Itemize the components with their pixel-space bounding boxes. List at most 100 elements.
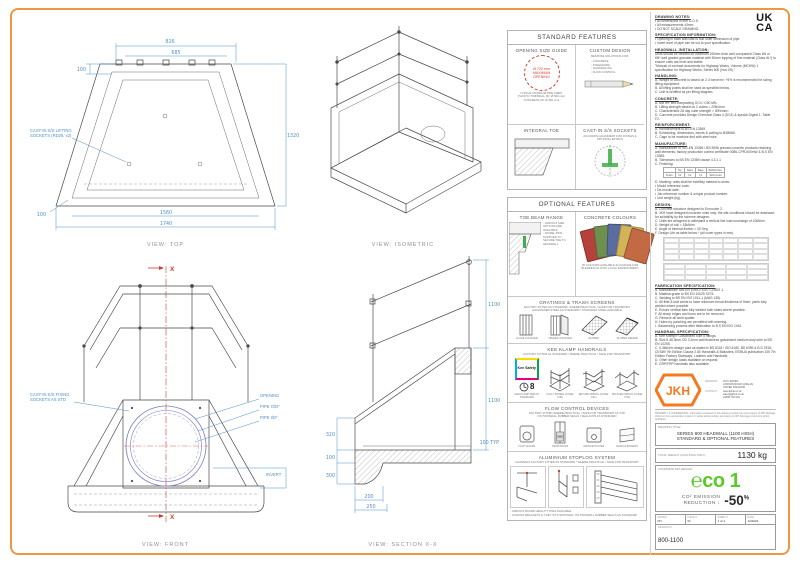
stoplog-channel-icon [510, 466, 546, 509]
dim-1560: 1560 [160, 210, 172, 216]
socket-icon [594, 144, 626, 177]
notes-column: UK CA DRAWING NOTES: • All dimensions in… [650, 12, 776, 555]
drawing-number-box: DRAWING #: 800-1100 [655, 524, 776, 551]
view-section: 1100 1100 320 100 300 200 250 100 TYP VI… [303, 250, 503, 548]
concrete-colours-cell: CONCRETE COLOURS 30 COLOURS AVAILABLE IN… [576, 212, 655, 296]
front-view-drawing: X X [67, 266, 287, 522]
section-concrete [354, 347, 472, 485]
toe-beam-icon [509, 222, 541, 275]
view-section-caption: VIEW: SECTION X-X [368, 542, 438, 548]
dim-100-typ: 100 TYP [480, 440, 500, 446]
baffle-board-icon [619, 427, 635, 443]
dim-300: 300 [326, 473, 335, 479]
custom-design-cell: CUSTOM DESIGN BESPOKE SOLUTIONS FOR: ◦ C… [576, 45, 644, 125]
issue-cell: ISSUE #:01 [686, 515, 716, 525]
pencil-icon [584, 81, 635, 88]
drawing-number-label: DRAWING #: [658, 526, 673, 530]
kee-safety-logo: Kee Safety 8 KEE KLAMP Ø48 AS STANDARD [511, 357, 543, 399]
standard-features-panel: STANDARD FEATURES OPENING SIZE GUIDE Ø 7… [507, 30, 647, 190]
optional-features-panel: OPTIONAL FEATURES TOE BEAM RANGE ◦ VARIO… [507, 197, 655, 522]
contact-label: CONTACT: [705, 390, 718, 393]
handrail-splayed-wings-icon [615, 369, 640, 391]
cast-in-sockets-cell: CAST-IN S/S SOCKETS ACCURATE ALIGNMENT F… [576, 125, 644, 189]
design-life-table-1 [663, 236, 769, 261]
penstock-icon [554, 421, 566, 444]
pipe-opening [124, 405, 208, 487]
drawing-number: 800-1100 [658, 538, 683, 545]
fixing-sockets [130, 406, 202, 483]
svg-text:X: X [170, 266, 175, 273]
stoplog-section: ALUMINIUM STOPLOG SYSTEM CHANNELS FACTOR… [508, 450, 646, 520]
colour-chips [579, 222, 655, 265]
dim-685: 685 [171, 50, 180, 56]
mix-label: CONCRETE MIX DESIGN: [658, 467, 693, 472]
view-top-caption: VIEW: TOP [146, 242, 185, 248]
grating-sloped-hinged-icon [615, 317, 639, 336]
dim-wall-1100: 1100 [488, 398, 500, 404]
section-marker-top: X [148, 266, 175, 273]
dim-320: 320 [326, 432, 335, 438]
stoplog-assembly-icon [586, 466, 644, 509]
flap-valve-icon [519, 425, 535, 443]
toe-beam-cell: TOE BEAM RANGE ◦ VARIOUS SIZE OPTIONS AR… [508, 212, 576, 296]
dim-100-corner: 100 [37, 212, 46, 218]
weight-box: TOTAL WEIGHT (CASTINGS ONLY): 1130 kg [655, 448, 776, 464]
stoplog-bracket-icon [548, 466, 584, 509]
ukca-mark: UK CA [756, 12, 773, 34]
pipe-id-label: PIPE I/D* [260, 415, 278, 420]
integral-toe-icon [514, 138, 569, 176]
mix-design-box: CONCRETE MIX DESIGN: ℮co 1 CO² EMISSION … [655, 465, 776, 513]
weight-value: 1130 kg [737, 450, 767, 461]
finishing-table: Top Sides Base B/Wall Face Finish F2 F2 … [663, 167, 726, 179]
view-top: 826 685 100 1320 1560 1740 100 CAST-IN S… [28, 16, 303, 248]
view-isometric: VIEW: ISOMETRIC [303, 16, 503, 248]
view-front-caption: VIEW: FRONT [142, 542, 189, 548]
section-handrail [369, 256, 472, 402]
co2-reduction-label: CO² EMISSION REDUCTION ↓ [681, 494, 721, 506]
dim-200: 200 [364, 494, 373, 500]
svg-text:JKH: JKH [666, 384, 690, 398]
section-view-drawing: 1100 1100 320 100 300 200 250 100 TYP [326, 256, 500, 513]
iso-handrail [335, 26, 469, 108]
handrails-section: KEE KLAMP HANDRAILS FACTORY FITTED AS ST… [508, 343, 646, 402]
grating-hinged-coupled-icon [550, 314, 569, 336]
opening-size-guide-cell: OPENING SIZE GUIDE Ø 720 mm MAXIMUM OPEN… [508, 45, 576, 125]
integral-toe-cell: INTEGRAL TOE [508, 125, 576, 189]
front-handrail [82, 284, 250, 402]
max-opening-circle: Ø 720 mm MAXIMUM OPENING [523, 55, 560, 91]
top-view-dimensions: 826 685 100 1320 1560 1740 100 [37, 39, 299, 230]
eco1-logo: ℮co 1 [690, 470, 741, 493]
jkh-logo: JKH [655, 373, 701, 407]
drawing-title-label: DRAWING TITLE: [658, 424, 682, 429]
lifting-sockets [126, 113, 203, 167]
dim-100: 100 [326, 455, 335, 461]
isometric-view-drawing [330, 26, 482, 214]
standard-features-title: STANDARD FEATURES [508, 31, 646, 45]
grating-close-coupled-icon [519, 314, 533, 336]
address-value: JKH LIMITED LODDON ROAD (ANGLIA) UNITED … [723, 379, 754, 389]
invert-label: INVERT [266, 472, 282, 477]
top-view-drawing: 826 685 100 1320 1560 1740 100 [37, 39, 299, 230]
handrail-fully-boxed-icon [549, 367, 571, 391]
dim-826: 826 [165, 39, 174, 45]
gratings-section: GRATINGS & TRASH SCREENS FACTORY FITTED … [508, 296, 646, 343]
view-front: X X [28, 250, 303, 548]
company-block: JKH ADDRESS: JKH LIMITED LODDON ROAD (AN… [655, 373, 776, 407]
dim-250: 250 [366, 504, 375, 510]
rail-posts-top [115, 59, 216, 66]
flow-control-section: FLOW CONTROL DEVICES FACTORY FITTED WHER… [508, 401, 646, 451]
revision-row: DRAWN:PN ISSUE #:01 SHEET #:1 of 1 DATE:… [655, 514, 776, 525]
size-8-badge: 8 [530, 382, 535, 392]
drawn-cell: DRAWN:PN [656, 515, 686, 525]
front-leaders [73, 398, 287, 489]
view-isometric-caption: VIEW: ISOMETRIC [371, 242, 435, 248]
lifting-socket-label: CAST-IN S/S LIFTING SOCKETS (RD26, x2) [30, 128, 72, 139]
grating-sloped-icon [581, 315, 608, 336]
confidentiality-note: PROPERTY & CONFIDENTIAL: Information con… [655, 409, 776, 421]
orifice-plate-icon [586, 427, 602, 443]
size-dial-icon [519, 382, 529, 391]
svg-text:X: X [170, 514, 175, 521]
notes-text: DRAWING NOTES: • All dimensions in mm U.… [655, 14, 776, 367]
section-marker-bottom: X [148, 514, 175, 521]
